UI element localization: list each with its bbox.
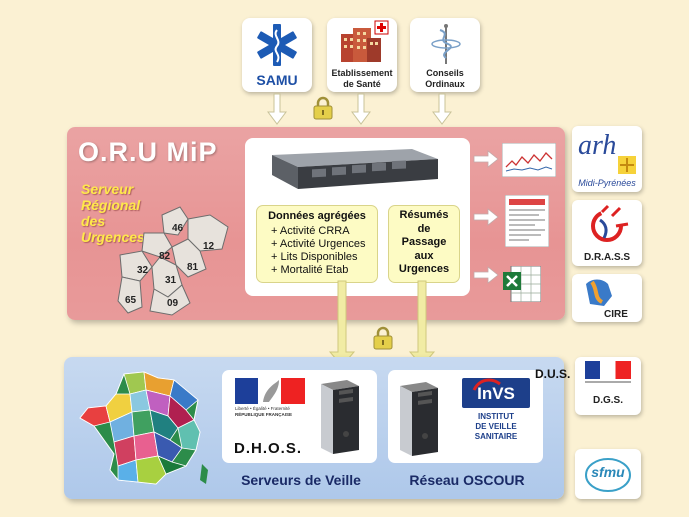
- aggregated-data-title: Données agrégées: [268, 210, 366, 222]
- invs-logo: InVS INSTITUT DE VEILLE SANITAIRE: [462, 378, 530, 458]
- invs-line3: SANITAIRE: [474, 432, 518, 441]
- lock-icon: [313, 96, 333, 120]
- dept-12: 12: [203, 241, 215, 252]
- dept-09: 09: [167, 298, 179, 309]
- sfmu-logo-text: sfmu: [591, 464, 625, 480]
- dgs-card: D.G.S.: [575, 357, 641, 415]
- regional-server-title: Serveur Régional des Urgences: [81, 181, 145, 245]
- cross-emblem-icon: [618, 156, 636, 174]
- regional-server-line: Serveur: [81, 181, 134, 197]
- report-document-icon: [505, 195, 549, 247]
- passage-line: de: [417, 222, 431, 235]
- dept-31: 31: [165, 275, 177, 286]
- marianne-icon: [263, 380, 279, 402]
- dept-81: 81: [187, 262, 199, 273]
- dhos-name: D.H.O.S.: [234, 440, 303, 457]
- regional-server-line: Urgences: [81, 229, 145, 245]
- cire-logo-icon: [586, 279, 612, 306]
- rack-server-icon: [272, 149, 438, 189]
- chart-document-icon: [502, 143, 556, 177]
- samu-label: SAMU: [256, 72, 298, 88]
- conseils-card: Conseils Ordinaux: [410, 18, 480, 92]
- aggregated-item: + Mortalité Etab: [271, 264, 349, 276]
- passage-line: Urgences: [398, 263, 450, 275]
- passage-line: Passage: [401, 236, 447, 248]
- dept-46: 46: [172, 223, 184, 234]
- conseils-label-2: Ordinaux: [425, 79, 465, 89]
- dgs-label: D.G.S.: [592, 395, 623, 406]
- aggregated-item: + Activité CRRA: [271, 225, 350, 237]
- caduceus-icon: [431, 24, 461, 64]
- dhos-logo: Liberté • Égalité • Fraternité RÉPUBLIQU…: [235, 378, 305, 418]
- spreadsheet-icon: [503, 266, 541, 302]
- drass-label: D.R.A.S.S: [583, 252, 631, 263]
- regional-server-line: Régional: [81, 197, 141, 213]
- star-of-life-icon: [257, 24, 297, 66]
- tower-pc-icon: [321, 380, 359, 454]
- etablissement-card: Etablissement de Santé: [327, 18, 397, 92]
- aggregated-item: + Activité Urgences: [271, 238, 366, 250]
- drass-card: D.R.A.S.S: [572, 200, 642, 266]
- arh-card: arh Midi-Pyrénées: [572, 126, 642, 192]
- dept-82: 82: [159, 251, 171, 262]
- dgs-flag: [585, 361, 631, 379]
- sfmu-logo-icon: [585, 458, 631, 492]
- arh-subtitle: Midi-Pyrénées: [578, 178, 636, 188]
- dus-label: D.U.S.: [535, 367, 571, 381]
- sfmu-card: sfmu: [575, 449, 641, 499]
- invs-swoosh-icon: [472, 378, 501, 391]
- passage-line: aux: [414, 249, 434, 262]
- regional-server-line: des: [81, 213, 106, 229]
- tower-pc-icon: [400, 382, 438, 456]
- output-arrows: [473, 150, 499, 284]
- invs-line1: INSTITUT: [478, 412, 514, 421]
- aggregated-data-box: Données agrégées + Activité CRRA + Activ…: [256, 205, 378, 283]
- dgs-rule: [585, 381, 631, 383]
- lock-icon: [373, 326, 393, 350]
- cire-label: CIRE: [604, 309, 628, 320]
- conseils-label-1: Conseils: [426, 68, 464, 78]
- samu-card: SAMU: [242, 18, 312, 92]
- passage-summary-box: Résumés de Passage aux Urgences: [388, 205, 460, 283]
- dept-32: 32: [137, 265, 149, 276]
- etablissement-label-1: Etablissement: [331, 68, 393, 78]
- france-map: [79, 371, 208, 485]
- midi-pyrenees-map: [117, 206, 229, 316]
- cire-card: CIRE: [572, 274, 642, 322]
- aggregated-item: + Lits Disponibles: [271, 251, 358, 263]
- etablissement-label-2: de Santé: [343, 79, 381, 89]
- drass-logo-icon: [591, 204, 629, 242]
- passage-line: Résumés: [399, 209, 449, 221]
- hospital-building-icon: [341, 20, 389, 62]
- serveurs-veille-label: Serveurs de Veille: [241, 472, 361, 488]
- orumip-title: O.R.U MiP: [78, 137, 218, 167]
- invs-line2: DE VEILLE: [475, 422, 517, 431]
- arh-logo-text: arh: [578, 130, 617, 161]
- dhos-motto: Liberté • Égalité • Fraternité: [235, 406, 290, 411]
- reseau-oscour-label: Réseau OSCOUR: [409, 472, 525, 488]
- dhos-rf: RÉPUBLIQUE FRANÇAISE: [235, 412, 293, 417]
- invs-logo-text: InVS: [477, 384, 515, 403]
- dept-65: 65: [125, 295, 137, 306]
